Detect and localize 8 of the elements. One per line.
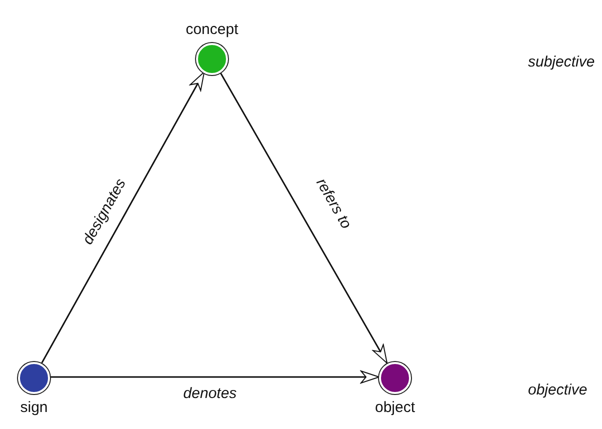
arrow bbox=[219, 72, 388, 364]
arrow bbox=[41, 71, 205, 364]
level-label: subjective bbox=[528, 54, 595, 70]
arrow bbox=[50, 370, 380, 384]
level-label: objective bbox=[528, 382, 588, 398]
node-label: sign bbox=[20, 400, 48, 415]
node-label: concept bbox=[186, 22, 238, 37]
node-label: object bbox=[374, 400, 416, 415]
